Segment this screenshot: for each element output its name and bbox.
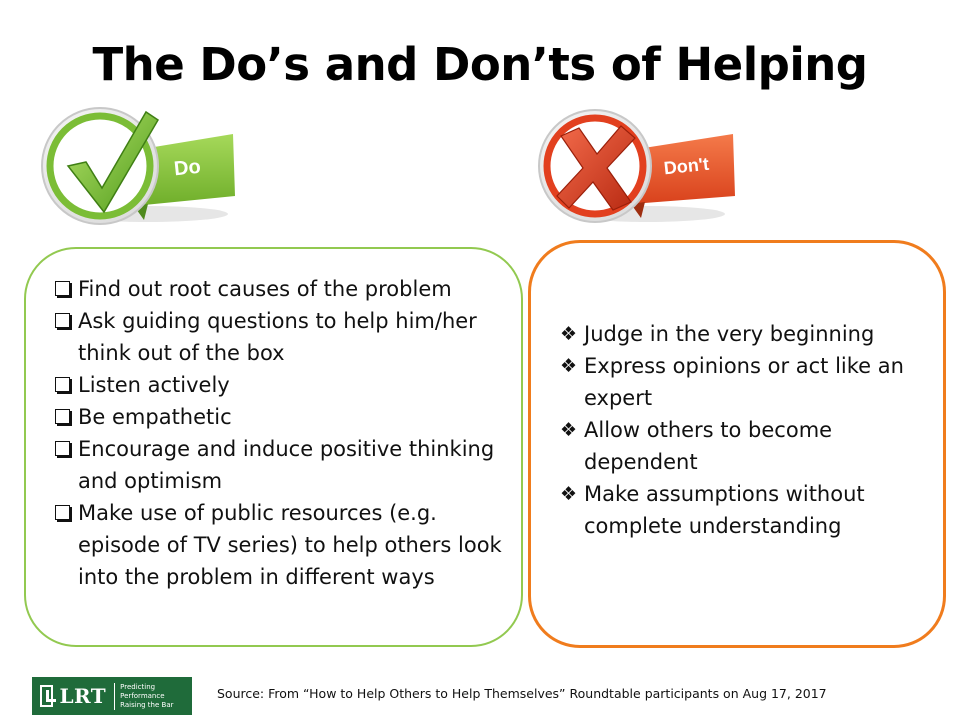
list-item: Find out root causes of the problem	[54, 273, 504, 305]
list-item-text: Make assumptions without complete unders…	[584, 482, 865, 538]
list-item: ❖ Judge in the very beginning	[560, 318, 930, 350]
diamond-bullet-icon: ❖	[560, 355, 578, 377]
diamond-bullet-icon: ❖	[560, 419, 578, 441]
checkbox-bullet-icon	[55, 281, 70, 296]
list-item: Make use of public resources (e.g. episo…	[54, 497, 504, 593]
dont-panel	[528, 240, 946, 648]
list-item: Ask guiding questions to help him/her th…	[54, 305, 504, 369]
list-item-text: Encourage and induce positive thinking a…	[78, 437, 495, 493]
checkbox-bullet-icon	[55, 441, 70, 456]
checkbox-bullet-icon	[55, 377, 70, 392]
source-citation: Source: From “How to Help Others to Help…	[217, 686, 827, 701]
dont-badge: Don't	[535, 104, 745, 234]
cross-icon	[556, 125, 636, 211]
logo-subtext: Predicting Performance Raising the Bar	[114, 682, 192, 710]
list-item-text: Be empathetic	[78, 405, 232, 429]
list-item-text: Judge in the very beginning	[584, 322, 875, 346]
list-item: ❖ Allow others to become dependent	[560, 414, 930, 478]
do-list: Find out root causes of the problem Ask …	[54, 273, 504, 593]
list-item: Be empathetic	[54, 401, 504, 433]
logo-text: LRT	[59, 684, 107, 708]
checkmark-icon	[66, 110, 160, 214]
list-item: ❖ Express opinions or act like an expert	[560, 350, 930, 414]
checkbox-bullet-icon	[55, 505, 70, 520]
diamond-bullet-icon: ❖	[560, 483, 578, 505]
list-item: Listen actively	[54, 369, 504, 401]
page-title: The Do’s and Don’ts of Helping	[92, 38, 868, 91]
dont-badge-label: Don't	[663, 154, 710, 179]
list-item: ❖ Make assumptions without complete under…	[560, 478, 930, 542]
do-panel	[24, 247, 523, 647]
checkbox-bullet-icon	[55, 409, 70, 424]
list-item-text: Ask guiding questions to help him/her th…	[78, 309, 477, 365]
list-item: Encourage and induce positive thinking a…	[54, 433, 504, 497]
do-badge: Do	[38, 104, 248, 234]
logo-mark-icon	[40, 685, 57, 707]
do-badge-label: Do	[173, 156, 202, 181]
list-item-text: Make use of public resources (e.g. episo…	[78, 501, 502, 589]
list-item-text: Express opinions or act like an expert	[584, 354, 904, 410]
list-item-text: Allow others to become dependent	[584, 418, 833, 474]
checkbox-bullet-icon	[55, 313, 70, 328]
company-logo: LRT Predicting Performance Raising the B…	[32, 677, 192, 715]
diamond-bullet-icon: ❖	[560, 323, 578, 345]
dont-list: ❖ Judge in the very beginning ❖ Express op…	[560, 318, 930, 542]
list-item-text: Find out root causes of the problem	[78, 277, 452, 301]
list-item-text: Listen actively	[78, 373, 230, 397]
